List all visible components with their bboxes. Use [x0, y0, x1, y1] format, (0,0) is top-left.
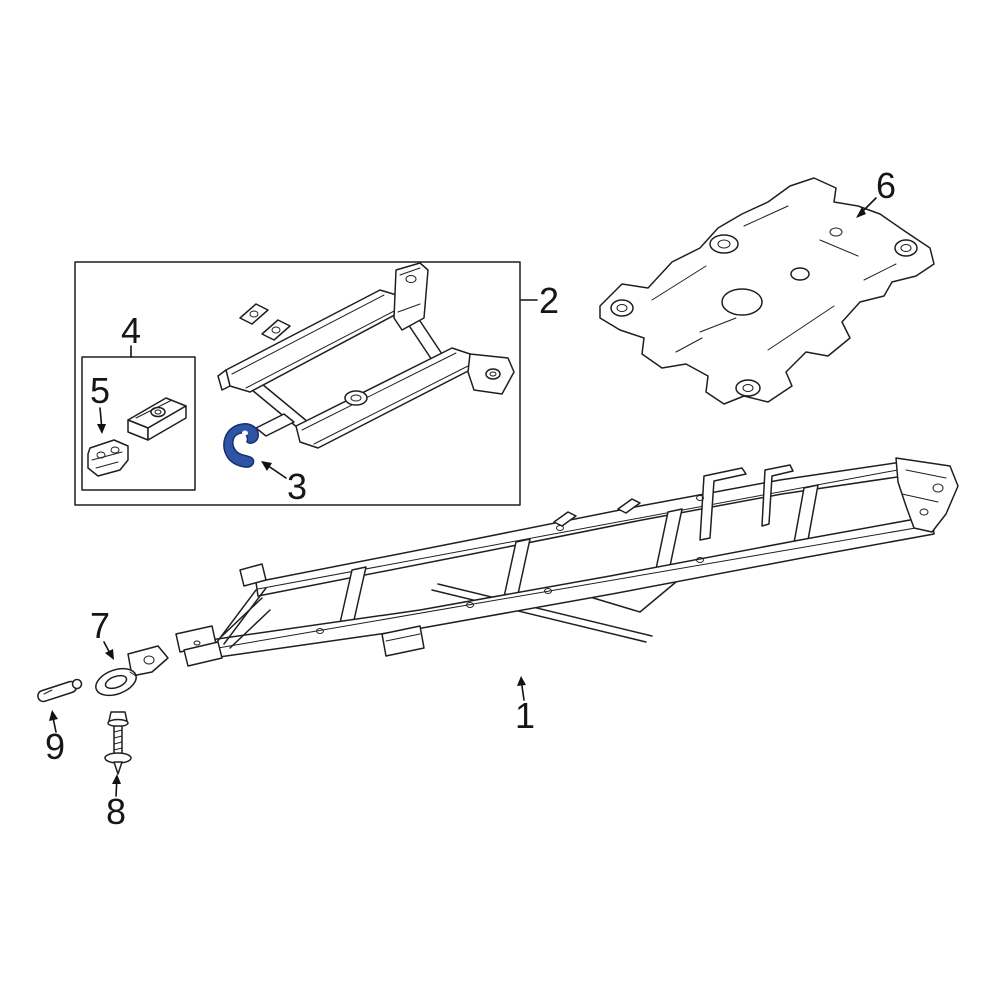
callout-2-label: 2: [538, 280, 560, 321]
callout-1-label: 1: [514, 695, 536, 736]
callout-3-label: 3: [286, 466, 308, 507]
callout-6-arrow: [856, 197, 877, 218]
callout-3-arrow: [261, 461, 287, 479]
part-8-bolt-art: [104, 711, 132, 775]
part-6-rear-crossmember-art: [599, 177, 935, 405]
part-4-bracket-art: [127, 397, 187, 441]
part-3-highlighted-bracket-art: [223, 423, 259, 468]
callout-1-arrow: [517, 676, 526, 701]
part-7-tow-hook-art: [95, 645, 169, 697]
part-3-hole: [242, 430, 248, 436]
part-2-frame-section-art: [217, 262, 515, 449]
callout-9-arrow: [49, 710, 58, 733]
callout-6-label: 6: [875, 165, 897, 206]
callout-5-label: 5: [89, 370, 111, 411]
group-box-part-2: [74, 261, 521, 506]
part-5-clip-art: [87, 439, 129, 477]
callout-9-label: 9: [44, 726, 66, 767]
callout-8-arrow: [112, 774, 121, 797]
group-box-part-4: [81, 356, 196, 491]
part-9-pin-art: [37, 678, 83, 703]
callout-7-arrow: [103, 641, 114, 660]
callout-5-arrow: [97, 407, 106, 434]
callout-7-label: 7: [89, 605, 111, 646]
callout-8-label: 8: [105, 791, 127, 832]
callout-4-label: 4: [120, 310, 142, 351]
part-1-frame-assembly-art: [175, 457, 959, 667]
